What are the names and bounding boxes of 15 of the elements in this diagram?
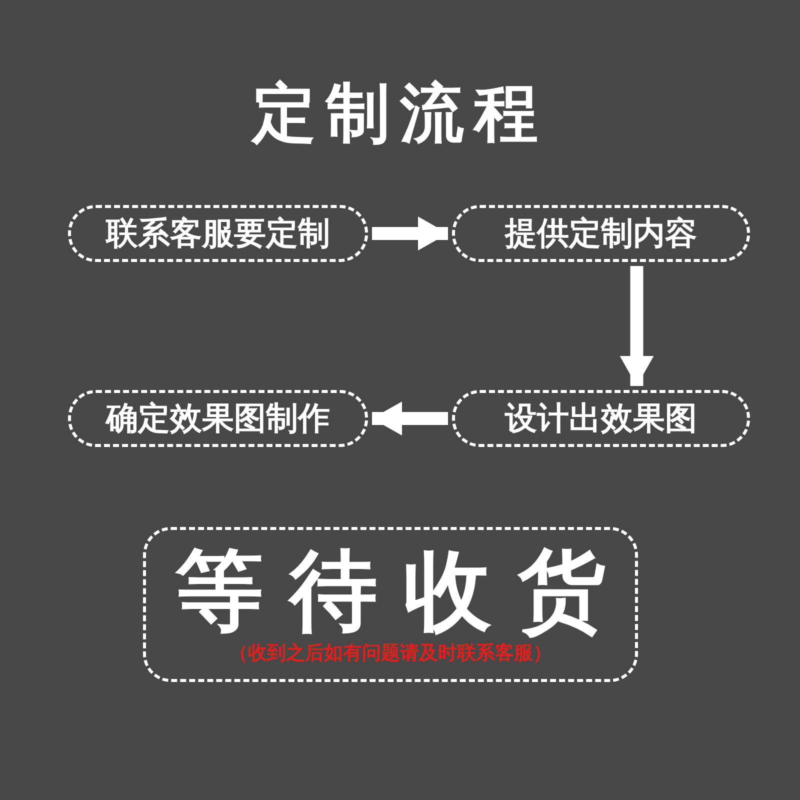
arrow	[620, 266, 654, 386]
step-label: 确定效果图制作	[106, 398, 330, 438]
step-box	[143, 527, 638, 682]
step-box	[452, 390, 750, 447]
step-box	[68, 205, 368, 262]
step-box	[68, 390, 368, 447]
step-box	[452, 205, 750, 262]
step-heading: 等待收货	[176, 543, 632, 640]
arrow	[372, 216, 448, 250]
arrow	[372, 402, 448, 436]
title: 定制流程	[250, 76, 549, 153]
step-label: 提供定制内容	[505, 212, 697, 254]
step-label: 设计出效果图	[505, 398, 697, 438]
note-text: （收到之后如有问题请及时联系客服）	[229, 640, 552, 666]
step-label: 联系客服要定制	[106, 212, 330, 254]
